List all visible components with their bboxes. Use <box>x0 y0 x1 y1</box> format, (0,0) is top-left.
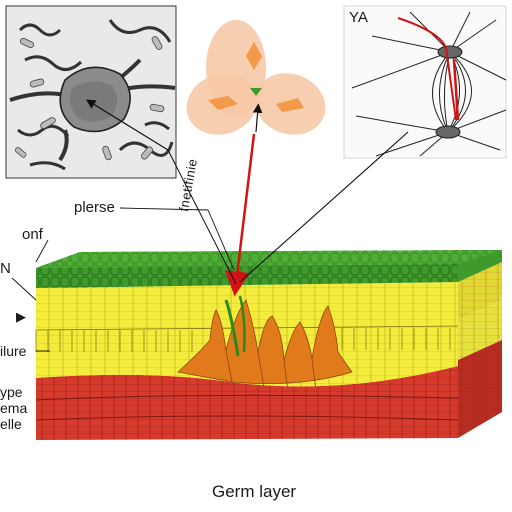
block-side-face <box>458 262 502 438</box>
cleavage-cell <box>186 20 326 135</box>
micrograph-panel <box>5 5 177 179</box>
label-elle: elle <box>0 416 22 432</box>
label-plerse: plerse <box>74 199 115 216</box>
spindle-red-fiber <box>397 17 457 121</box>
label-n: N <box>0 260 11 277</box>
triangle-right-icon: ▶ <box>16 309 26 324</box>
caption-germ-layer: Germ layer <box>212 482 297 501</box>
invagination <box>177 295 353 391</box>
label-ype: ype <box>0 384 23 400</box>
label-onf: onf <box>22 226 43 243</box>
label-ilure: ilure <box>0 343 27 359</box>
pointer-arrows <box>11 99 409 352</box>
label-ema: ema <box>0 400 28 416</box>
spindle-panel <box>343 5 507 159</box>
label-ya: YA <box>349 9 368 26</box>
endoderm-layer <box>35 366 459 440</box>
red-arrow <box>225 133 256 297</box>
